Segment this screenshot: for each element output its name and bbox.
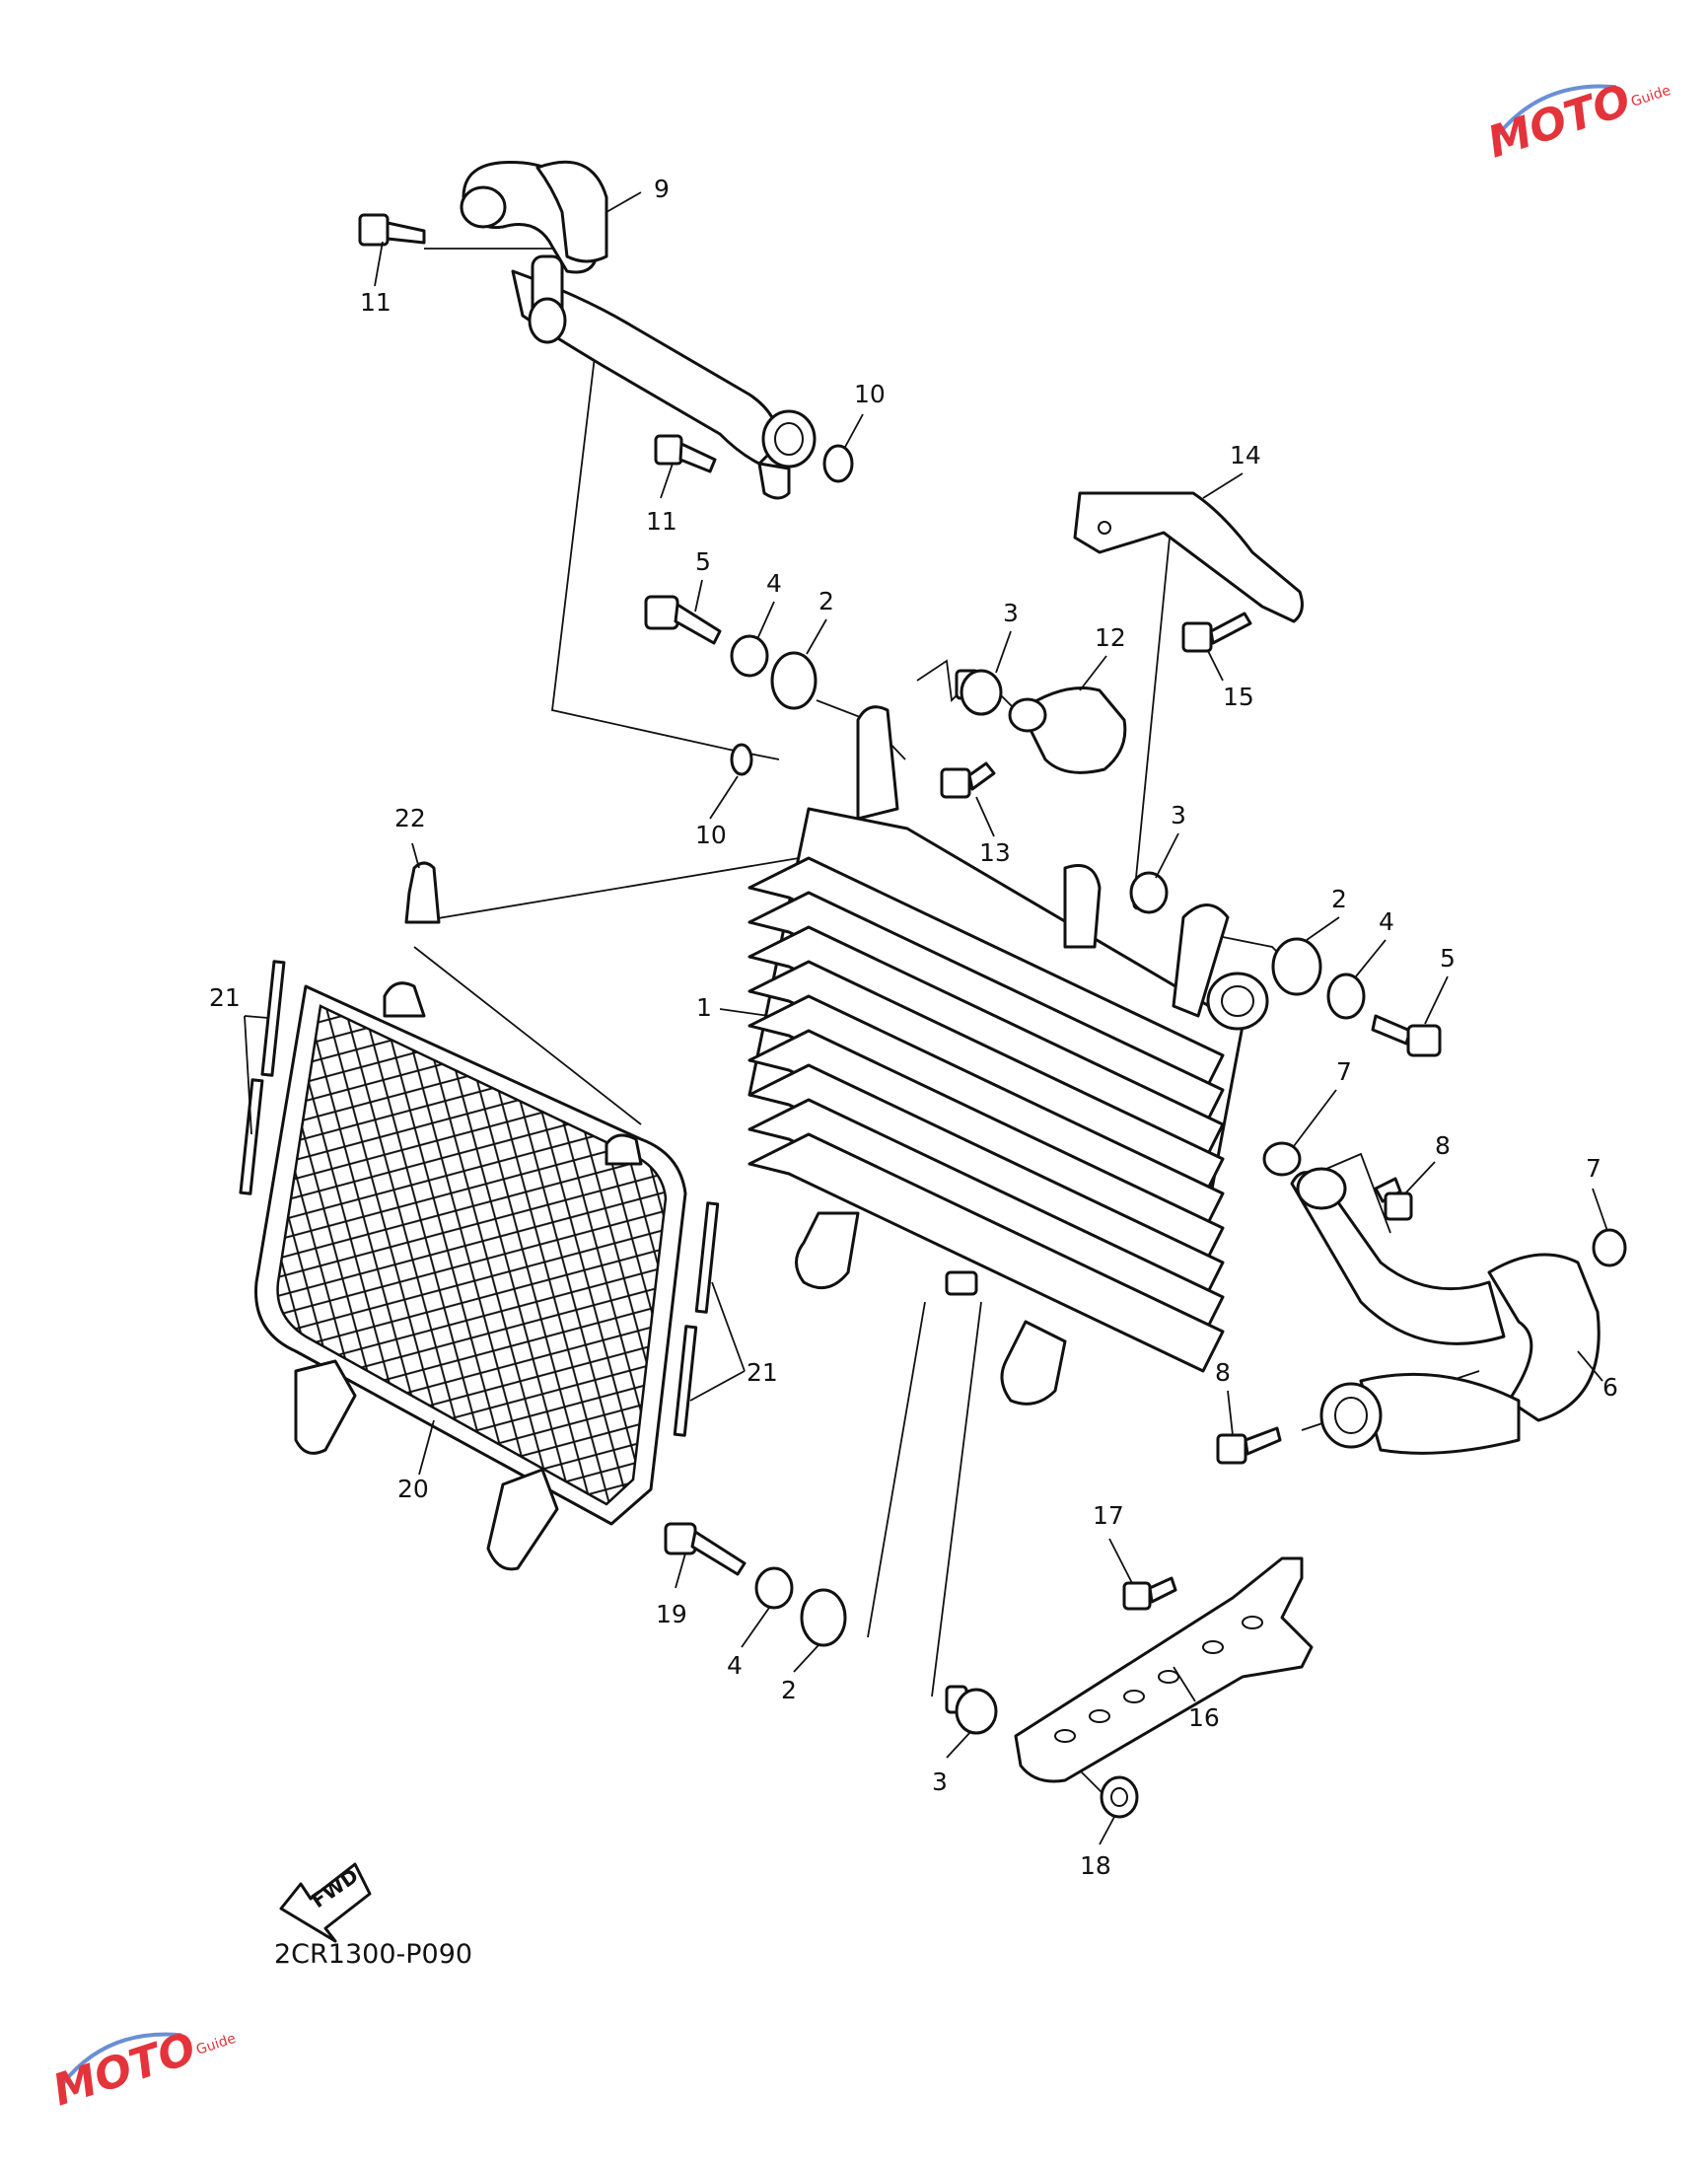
callout-3-right: 3 bbox=[1171, 801, 1186, 830]
bolt-15 bbox=[1181, 612, 1252, 653]
bolt-11-middle bbox=[654, 434, 717, 473]
callout-21-left: 21 bbox=[209, 983, 241, 1012]
callout-10-top: 10 bbox=[854, 380, 886, 408]
callout-13: 13 bbox=[979, 838, 1011, 867]
callout-12: 12 bbox=[1095, 623, 1126, 652]
grille-guard bbox=[254, 981, 687, 1571]
clip-22 bbox=[404, 861, 441, 924]
callout-22: 22 bbox=[394, 804, 426, 832]
callout-4-right: 4 bbox=[1379, 907, 1394, 936]
washer-4-lower bbox=[754, 1566, 794, 1610]
watermark-text: MOTO bbox=[1482, 75, 1637, 168]
callout-10-lower: 10 bbox=[695, 821, 727, 849]
callout-7-right: 7 bbox=[1586, 1154, 1601, 1183]
collar-3-lower bbox=[945, 1685, 998, 1735]
callout-19: 19 bbox=[656, 1600, 687, 1628]
callout-5-right: 5 bbox=[1440, 944, 1456, 973]
fwd-arrow-icon: FWD bbox=[279, 1862, 372, 1943]
watermark-text: MOTO bbox=[47, 2023, 202, 2116]
rubber-strip-21c bbox=[694, 1201, 720, 1314]
clamp-12 bbox=[1008, 686, 1127, 774]
callout-3-lower: 3 bbox=[932, 1768, 948, 1796]
diagram-code: 2CR1300-P090 bbox=[274, 1939, 472, 1970]
o-ring-10-lower bbox=[730, 743, 753, 776]
bolt-17 bbox=[1122, 1576, 1177, 1611]
callout-9: 9 bbox=[654, 175, 670, 203]
callout-2-lower: 2 bbox=[781, 1676, 797, 1704]
callout-11-top: 11 bbox=[360, 288, 391, 317]
grommet-2-right bbox=[1271, 937, 1322, 996]
callout-5-upper: 5 bbox=[695, 547, 711, 576]
bolt-8-upper bbox=[1374, 1177, 1413, 1221]
watermark-subtext: Guide bbox=[1629, 83, 1672, 110]
callout-4-lower: 4 bbox=[727, 1651, 743, 1680]
bolt-5-upper bbox=[644, 595, 722, 645]
watermark-logo-top: MOTO Guide bbox=[1482, 75, 1673, 168]
callout-8-upper: 8 bbox=[1435, 1131, 1451, 1160]
callout-15: 15 bbox=[1223, 683, 1254, 711]
collar-3-upper bbox=[955, 669, 1003, 716]
collar-3-right bbox=[1129, 871, 1169, 914]
rubber-strip-21d bbox=[673, 1325, 698, 1437]
callout-6: 6 bbox=[1602, 1373, 1618, 1402]
callout-20: 20 bbox=[397, 1475, 429, 1503]
callout-18: 18 bbox=[1080, 1851, 1111, 1880]
o-ring-7-right bbox=[1592, 1228, 1627, 1267]
callout-7-left: 7 bbox=[1336, 1057, 1352, 1086]
grommet-2-upper bbox=[770, 651, 818, 710]
callout-3-upper: 3 bbox=[1003, 599, 1019, 627]
oil-cooler bbox=[747, 705, 1269, 1406]
bolt-13 bbox=[940, 761, 996, 799]
rubber-strip-21b bbox=[239, 1078, 264, 1195]
callout-4-upper: 4 bbox=[766, 569, 782, 598]
callout-21-right: 21 bbox=[747, 1358, 778, 1387]
o-ring-10-top bbox=[822, 444, 854, 483]
callout-8-lower: 8 bbox=[1215, 1358, 1231, 1387]
callout-17: 17 bbox=[1093, 1501, 1124, 1530]
grommet-2-lower bbox=[800, 1588, 847, 1647]
bolt-19 bbox=[664, 1522, 747, 1576]
watermark-subtext: Guide bbox=[194, 2031, 238, 2058]
bolt-11-top bbox=[358, 213, 426, 247]
lower-bracket bbox=[1014, 1556, 1314, 1783]
o-ring-7-left bbox=[1262, 1141, 1302, 1177]
upper-oil-hose bbox=[460, 160, 817, 500]
nut-18 bbox=[1100, 1775, 1139, 1819]
bolt-5-right bbox=[1371, 1014, 1442, 1057]
callout-2-upper: 2 bbox=[818, 587, 834, 615]
callout-1: 1 bbox=[696, 993, 712, 1022]
callout-numbers: 9 11 10 11 14 5 4 2 3 12 15 10 13 22 3 2… bbox=[209, 175, 1618, 1880]
upper-bracket bbox=[1073, 491, 1304, 623]
washer-4-right bbox=[1326, 973, 1366, 1020]
callout-14: 14 bbox=[1230, 441, 1261, 469]
callout-2-right: 2 bbox=[1331, 885, 1347, 913]
lower-oil-hose bbox=[1290, 1167, 1601, 1455]
watermark-logo-bottom: MOTO Guide bbox=[47, 2023, 239, 2116]
bracket-hole bbox=[1098, 521, 1111, 535]
callout-11-middle: 11 bbox=[646, 507, 677, 536]
washer-4-upper bbox=[730, 634, 769, 678]
bolt-8-lower bbox=[1216, 1426, 1282, 1465]
callout-16: 16 bbox=[1188, 1703, 1220, 1732]
leader-lines bbox=[244, 191, 1608, 1845]
